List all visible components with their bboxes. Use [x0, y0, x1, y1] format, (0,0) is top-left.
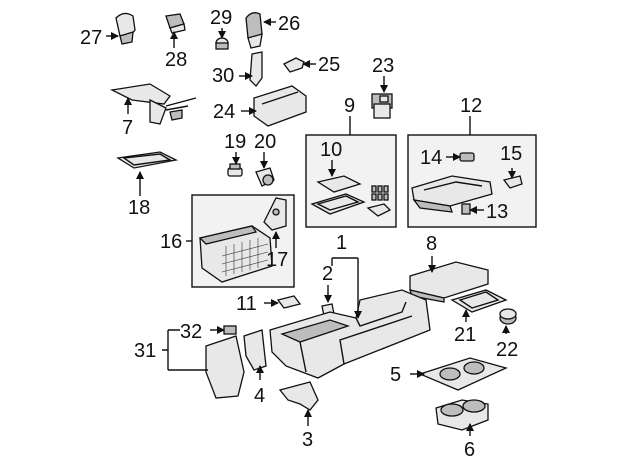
callout-21: 21	[454, 324, 476, 346]
part-cover-24	[253, 85, 307, 127]
part-bracket-3	[278, 381, 319, 411]
callout-10: 10	[320, 139, 342, 161]
callout-18: 18	[128, 197, 150, 219]
part-clip-11	[276, 295, 302, 309]
callout-5: 5	[390, 364, 401, 386]
callout-27: 27	[80, 27, 102, 49]
part-center-console	[269, 289, 431, 379]
callout-1: 1	[336, 232, 347, 254]
part-switch-23	[371, 93, 393, 119]
part-cupholder-6	[435, 399, 489, 431]
part-bracket-17	[263, 197, 287, 231]
callout-14: 14	[420, 147, 442, 169]
part-clip-32	[223, 325, 237, 335]
leader-lines	[106, 18, 516, 436]
part-cupholder-plate	[418, 357, 508, 391]
callout-6: 6	[464, 439, 475, 461]
callout-26: 26	[278, 13, 300, 35]
part-button-29	[215, 37, 229, 50]
part-storage-bin	[198, 225, 273, 283]
part-screw-13	[461, 203, 471, 215]
callout-32: 32	[180, 321, 202, 343]
callout-25: 25	[318, 54, 340, 76]
callout-28: 28	[165, 49, 187, 71]
callout-31: 31	[134, 340, 156, 362]
callout-16: 16	[160, 231, 182, 253]
callout-22: 22	[496, 339, 518, 361]
callout-9: 9	[344, 95, 355, 117]
part-mat-18	[116, 151, 179, 169]
callout-12: 12	[460, 95, 482, 117]
part-shaft-30	[249, 51, 263, 87]
callout-2: 2	[322, 263, 333, 285]
callout-4: 4	[254, 385, 265, 407]
callout-15: 15	[500, 143, 522, 165]
callout-23: 23	[372, 55, 394, 77]
part-cap-22	[499, 308, 517, 325]
callout-29: 29	[210, 7, 232, 29]
callout-19: 19	[224, 131, 246, 153]
callout-7: 7	[122, 117, 133, 139]
part-tray-10	[310, 175, 366, 215]
part-side-panel-31	[205, 335, 245, 399]
callout-13: 13	[486, 201, 508, 223]
part-hardware-9	[366, 185, 392, 217]
part-bracket-4	[243, 329, 267, 371]
part-clip-28	[165, 13, 186, 34]
callout-labels: 27 28 29 26 30 25 23 7 24 9 12 19 20 10 …	[80, 7, 522, 461]
part-brake-lever	[109, 83, 197, 125]
part-lever-knob	[245, 12, 263, 49]
callout-30: 30	[212, 65, 234, 87]
part-bolt-20	[255, 167, 275, 187]
callout-3: 3	[302, 429, 313, 451]
callout-20: 20	[254, 131, 276, 153]
part-bolt-19	[227, 163, 243, 177]
part-shift-knob	[115, 12, 136, 45]
callout-11: 11	[236, 293, 257, 315]
part-clip-14	[459, 152, 475, 162]
callout-17: 17	[266, 249, 288, 271]
callout-24: 24	[213, 101, 235, 123]
part-trim-21	[450, 289, 508, 313]
callout-8: 8	[426, 233, 437, 255]
part-armrest-lid	[411, 175, 493, 213]
part-clip-25	[283, 57, 305, 73]
